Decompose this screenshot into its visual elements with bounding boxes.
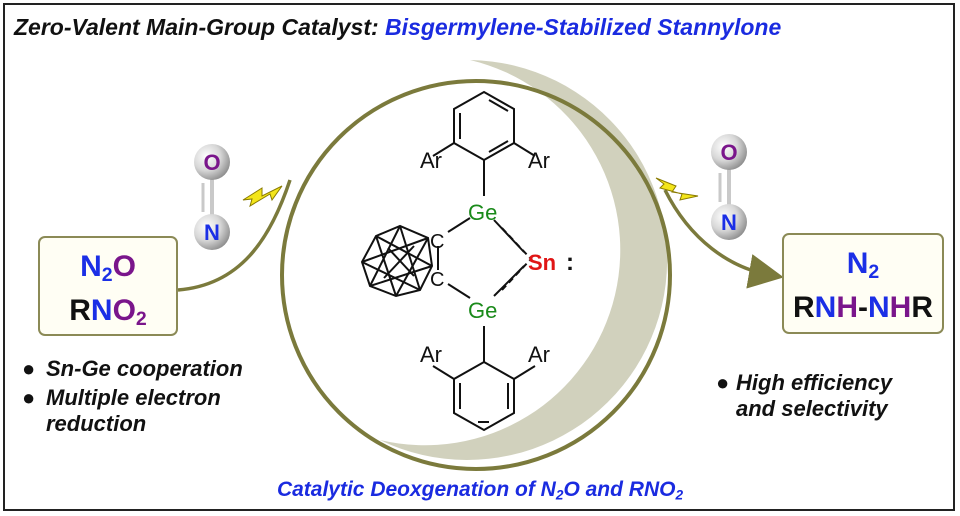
- bottom-caption: Catalytic Deoxgenation of N2O and RNO2: [276, 478, 684, 503]
- reactants-box: N2O RNO2: [38, 236, 178, 336]
- top-benzene-ring: [453, 90, 515, 162]
- no-left-n: N: [204, 220, 220, 245]
- product-n2: N2: [784, 247, 942, 289]
- no-right-o: O: [720, 140, 737, 165]
- left-bullet-2: ●Multiple electron: [22, 385, 221, 410]
- sn-atom: Sn: [528, 250, 556, 275]
- formula-token: N: [80, 250, 102, 283]
- stannylone-structure: [360, 90, 536, 432]
- sn-lone-pair: :: [566, 249, 574, 276]
- formula-token: O: [112, 250, 136, 283]
- left-bullet-list: ●Sn-Ge cooperation ●Multiple electron re…: [22, 356, 243, 437]
- product-hydrazine: RNH-NHR: [784, 291, 942, 325]
- right-bullet-1: ●High efficiency: [716, 370, 893, 395]
- ar-top-right: Ar: [528, 148, 550, 173]
- ar-bottom-right: Ar: [528, 342, 550, 367]
- formula-token: 2: [135, 307, 147, 330]
- outer-frame: [3, 3, 955, 511]
- c-top: C: [430, 231, 444, 253]
- products-box: N2 RNH-NHR: [782, 233, 944, 334]
- right-bullet-1-continued: and selectivity: [736, 396, 888, 421]
- c-bottom: C: [430, 269, 444, 291]
- lightning-bolt-left-icon: [242, 185, 283, 208]
- formula-token: N: [90, 294, 113, 327]
- formula-token: H: [836, 291, 858, 324]
- ge-bottom: Ge: [468, 298, 497, 323]
- outgoing-arrow: [663, 189, 784, 289]
- formula-token: O: [112, 294, 136, 327]
- bottom-benzene-ring: [453, 360, 515, 432]
- no-molecule-left: O N: [194, 144, 230, 250]
- reactant-n2o: N2O: [40, 250, 176, 292]
- ge-top: Ge: [468, 200, 497, 225]
- no-molecule-right: O N: [711, 134, 747, 240]
- title-highlight: Bisgermylene-Stabilized Stannylone: [385, 14, 782, 40]
- formula-token: R: [792, 291, 815, 324]
- reactant-rno2: RNO2: [40, 294, 176, 336]
- formula-token: N: [846, 247, 869, 280]
- formula-token: N: [814, 291, 837, 324]
- formula-token: N: [868, 291, 890, 324]
- formula-token: 2: [101, 263, 113, 286]
- carborane-cage: [360, 224, 434, 298]
- title: Zero-Valent Main-Group Catalyst: Bisgerm…: [14, 14, 781, 41]
- formula-token: H: [889, 291, 912, 324]
- left-bullet-2-continued: reduction: [46, 411, 147, 436]
- left-bullet-1: ●Sn-Ge cooperation: [22, 356, 243, 381]
- formula-token: -: [858, 291, 868, 324]
- formula-token: R: [911, 291, 934, 324]
- formula-token: R: [69, 294, 91, 327]
- no-left-o: O: [203, 150, 220, 175]
- incoming-arrow: [177, 179, 292, 292]
- ar-bottom-left: Ar: [420, 342, 442, 367]
- ar-top-left: Ar: [420, 148, 442, 173]
- right-bullet-list: ●High efficiency and selectivity: [716, 370, 892, 422]
- formula-token: 2: [868, 260, 880, 283]
- catalytic-cycle-circle: [280, 79, 672, 471]
- lightning-bolt-right-icon: [655, 177, 699, 201]
- title-prefix: Zero-Valent Main-Group Catalyst:: [14, 14, 379, 40]
- no-right-n: N: [721, 210, 737, 235]
- circle-shadow: [380, 60, 668, 460]
